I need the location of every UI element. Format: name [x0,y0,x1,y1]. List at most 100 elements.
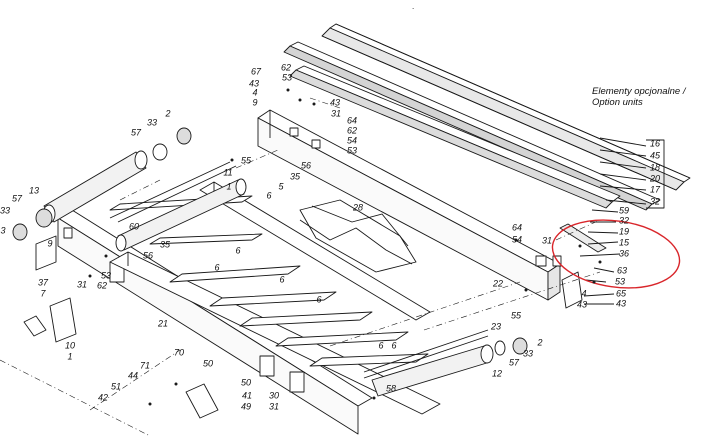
callout-label: 70 [173,347,185,358]
callout-label: 56 [300,160,312,171]
callout-label: 4 [252,87,258,98]
highlight-ellipse [551,219,681,289]
callout-label: 17 [649,184,661,195]
callout-label: 6 [214,262,220,273]
callout-label: 33 [0,205,11,216]
callout-label: 53 [100,270,112,281]
callout-label: 31 [330,108,342,119]
callout-label: 49 [240,401,252,412]
optional-units-title: Elementy opcjonalne / Option units [592,86,685,108]
callout-label: 44 [127,370,139,381]
callout-label: 57 [130,127,142,138]
callout-label: 15 [618,237,630,248]
callout-label: 9 [252,97,258,108]
callout-label: 2 [537,337,543,348]
callout-label: 55 [510,310,522,321]
callout-label: 54 [346,135,358,146]
callout-label: 50 [202,358,214,369]
callout-label: 20 [649,173,661,184]
roller-mid [109,161,247,252]
callout-label: 6 [316,294,322,305]
callout-label: 1 [67,351,73,362]
callout-label: 28 [352,202,364,213]
callout-label: 43 [248,78,260,89]
callout-label: 5 [278,181,284,192]
callout-label: 18 [649,162,661,173]
callout-label: 6 [235,245,241,256]
side-brackets [23,235,583,419]
optional-units-bracket [579,137,665,305]
callout-label: 65 [615,288,627,299]
callout-label: 35 [159,239,171,250]
callout-label: 7 [40,288,46,299]
callout-label: 45 [649,150,661,161]
callout-label: 32 [618,215,630,226]
callout-label: 33 [146,117,158,128]
callout-label: 1 [226,181,232,192]
callout-label: 62 [280,62,292,73]
callout-label: 35 [289,171,301,182]
callout-label: 11 [223,167,233,178]
callout-label: 31 [541,235,553,246]
callout-label: 54 [511,234,523,245]
callout-label: 36 [618,248,630,259]
callout-label: 37 [37,277,49,288]
callout-label: 33 [522,348,534,359]
callout-label: 67 [250,66,262,77]
callout-label: 6 [279,274,285,285]
callout-label: 43 [615,298,627,309]
callout-label: 31 [76,279,88,290]
callout-label: 4 [581,288,587,299]
callout-label: 55 [240,155,252,166]
callout-label: 3 [0,225,6,236]
top-rail-assembly [283,23,691,253]
callout-label: 57 [11,193,23,204]
roller-top-left [12,127,192,241]
callout-label: 32 [649,196,661,207]
callout-label: 6 [266,190,272,201]
callout-label: 51 [110,381,122,392]
callout-label: 22 [492,278,504,289]
callout-label: 43 [329,97,341,108]
callout-label: 30 [268,390,280,401]
callout-label: 58 [385,383,397,394]
callout-label: 16 [649,138,661,149]
callout-label: 62 [96,280,108,291]
optional-units-title-en: Option units [592,97,643,108]
callout-label: 60 [128,221,140,232]
callout-label: 6 [391,340,397,351]
callout-label: 21 [157,318,169,329]
callout-label: 62 [346,125,358,136]
center-lines [0,97,601,436]
callout-label: 19 [618,226,630,237]
conveyor-belt-section [299,199,417,273]
top-mark: . [412,2,415,11]
callout-label: 43 [576,299,588,310]
callout-label: 59 [618,205,630,216]
callout-label: 2 [165,108,171,119]
cross-members [109,195,429,367]
callout-label: 57 [508,357,520,368]
callout-label: 53 [614,276,626,287]
optional-units-title-pl: Elementy opcjonalne / [592,86,686,97]
callout-label: 41 [241,390,253,401]
callout-label: 71 [139,360,151,371]
callout-label: 31 [268,401,280,412]
callout-label: 53 [281,72,293,83]
callout-label: 10 [64,340,76,351]
callout-label: 12 [491,368,503,379]
callout-label: 23 [490,321,502,332]
callout-label: 56 [142,250,154,261]
callout-label: 42 [97,392,109,403]
callout-label: 13 [28,185,40,196]
callout-label: 53 [346,145,358,156]
callout-label: 64 [346,115,358,126]
callout-label: 63 [616,265,628,276]
callout-label: 64 [511,222,523,233]
callout-label: 9 [47,238,53,249]
callout-label: 50 [240,377,252,388]
fastener-marks [88,88,602,406]
callout-label: 6 [378,340,384,351]
roller-bottom-right [363,329,528,397]
